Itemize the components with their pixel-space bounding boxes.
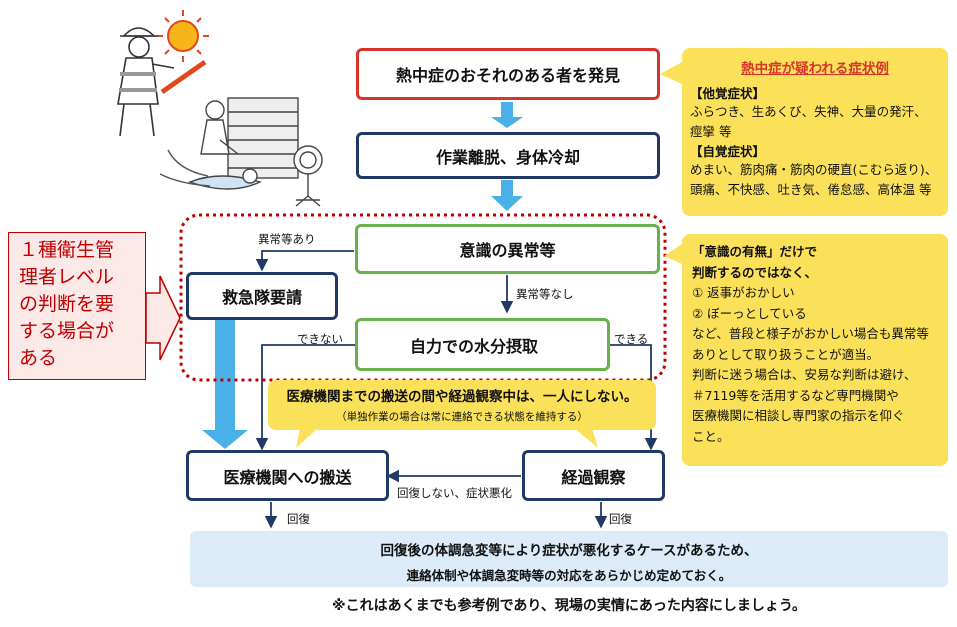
box-observe: 経過観察 (522, 450, 665, 501)
judge-line5: など、普段と様子がおかしい場合も異常等 (692, 326, 929, 341)
worker-signal-illustration (117, 27, 207, 137)
collapsed-worker-illustration (159, 97, 323, 207)
box-consciousness: 意識の異常等 (355, 224, 660, 274)
sun-icon (157, 10, 209, 62)
judge-line8: ＃7119等を活用するなど専門機関や (692, 387, 899, 403)
label-normal: 異常等なし (516, 287, 574, 301)
judge-line10: こと。 (692, 428, 730, 444)
judge-line7: 判断に迷う場合は、安易な判断は避け、 (692, 367, 917, 382)
box-evacuate: 作業離脱、身体冷却 (356, 132, 660, 179)
judge-line6: ありとして取り扱うことが適当。 (692, 346, 880, 362)
footer-note: ※これはあくまでも参考例であり、現場の実情にあった内容にしましょう。 (331, 598, 807, 614)
judge-callout: 「意識の有無」だけで 判断するのではなく、 ① 返事がおかしい ② ぼーっとして… (682, 234, 948, 466)
edge-cannot (255, 344, 355, 451)
left-note-box: １種衛生管 理者レベル の判断を要 する場合が ある (8, 232, 146, 380)
arrow-ambulance-to-transport (202, 319, 248, 449)
symptoms-self-2: 頭痛、不快感、吐き気、倦怠感、高体温 等 (690, 181, 932, 197)
left-note-line1: １種衛生管 (19, 239, 115, 261)
symptoms-other-head: 【他覚症状】 (690, 86, 766, 101)
bottom-info-box: 回復後の体調急変等により症状が悪化するケースがあるため、 連絡体制や体調急変時等… (190, 531, 948, 587)
label-can: できる (614, 332, 649, 346)
box-hydration: 自力での水分摂取 (355, 318, 610, 371)
judge-callout-tail (664, 244, 682, 264)
bottom-info-line1: 回復後の体調急変等により症状が悪化するケースがあるため、 (380, 543, 758, 559)
judge-line9: 医療機関に相談し専門家の指示を仰ぐ (692, 408, 905, 423)
watch-callout-main: 医療機関までの搬送の間や経過観察中は、一人にしない。 (286, 389, 638, 405)
box-hydration-label: 自力での水分摂取 (410, 336, 539, 356)
label-recover-left: 回復 (287, 512, 310, 526)
watch-callout-tail-left (296, 428, 318, 448)
arrow-evacuate-to-consciousness (491, 180, 523, 211)
main-flow-arrows (202, 102, 523, 449)
arrow-discover-to-evacuate (491, 102, 523, 128)
symptoms-title: 熱中症が疑われる症状例 (741, 61, 889, 77)
watch-callout: 医療機関までの搬送の間や経過観察中は、一人にしない。 （単独作業の場合は常に連絡… (268, 380, 656, 430)
left-note-line2: 理者レベル (19, 266, 115, 288)
bottom-info-line2: 連絡体制や体調急変時等の対応をあらかじめ定めておく。 (406, 568, 732, 583)
watch-callout-tail-right (574, 428, 598, 448)
highlight-frame (179, 213, 667, 382)
box-ambulance: 救急隊要請 (186, 272, 338, 320)
label-worsen: 回復しない、症状悪化 (397, 486, 512, 500)
edge-abnormal (255, 250, 354, 272)
judge-item1: ① 返事がおかしい (692, 285, 795, 300)
left-note-line5: ある (19, 347, 58, 369)
judge-line1: 「意識の有無」だけで (692, 244, 818, 259)
watch-callout-sub: （単独作業の場合は常に連絡できる状態を維持する） (336, 411, 588, 423)
judge-line2: 判断するのではなく、 (692, 264, 818, 280)
left-note-arrow (145, 275, 181, 361)
symptoms-other-2: 痙攣 等 (690, 123, 732, 139)
label-abnormal: 異常等あり (258, 232, 316, 246)
symptoms-other-1: ふらつき、生あくび、失神、大量の発汗、 (690, 104, 927, 119)
box-discover: 熱中症のおそれのある者を発見 (356, 48, 660, 100)
label-recover-right: 回復 (609, 512, 632, 526)
symptoms-callout: 熱中症が疑われる症状例 【他覚症状】 ふらつき、生あくび、失神、大量の発汗、 痙… (682, 48, 948, 216)
left-note-line3: の判断を要 (19, 293, 115, 315)
label-cannot: できない (297, 332, 343, 346)
left-note-line4: する場合が (19, 320, 115, 342)
symptoms-self-1: めまい、筋肉痛・筋肉の硬直(こむら返り)、 (690, 162, 938, 177)
box-transport: 医療機関への搬送 (186, 450, 389, 501)
symptoms-self-head: 【自覚症状】 (690, 144, 766, 159)
symptoms-callout-tail (660, 62, 682, 84)
judge-item2: ② ぼーっとしている (692, 305, 807, 321)
